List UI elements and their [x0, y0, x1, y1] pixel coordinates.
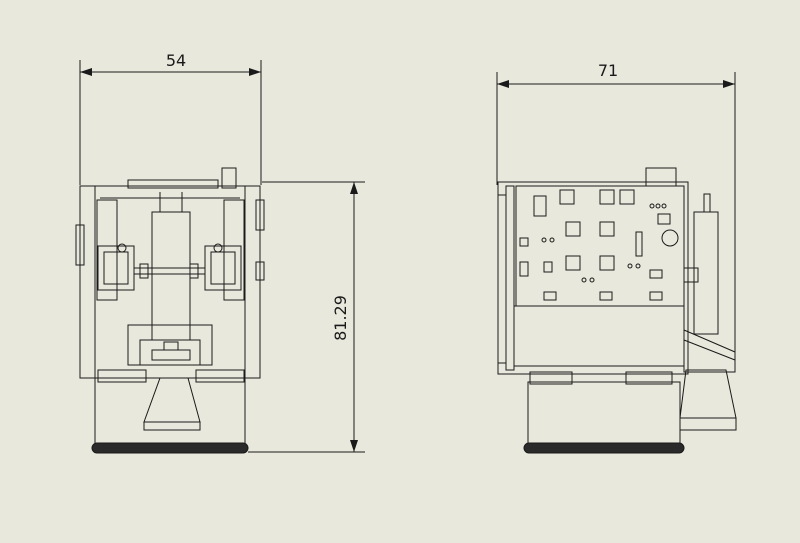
left-coil: [97, 245, 135, 291]
dimension-label-front-width: 54: [166, 51, 186, 70]
dimension-front-width: [79, 60, 262, 185]
dimension-side-width: [496, 72, 736, 355]
side-lens-body: [527, 381, 681, 445]
front-view: [75, 60, 365, 454]
dimension-height: [248, 181, 365, 453]
dimension-label-height: 81.29: [331, 295, 350, 341]
side-view: [496, 72, 737, 454]
front-focus-ring: [91, 442, 249, 454]
right-coil: [204, 245, 242, 291]
side-focus-ring: [523, 442, 685, 454]
dimension-label-side-width: 71: [598, 61, 618, 80]
front-lens-body: [94, 377, 246, 445]
center-tube: [151, 211, 191, 341]
front-housing: [79, 185, 261, 379]
